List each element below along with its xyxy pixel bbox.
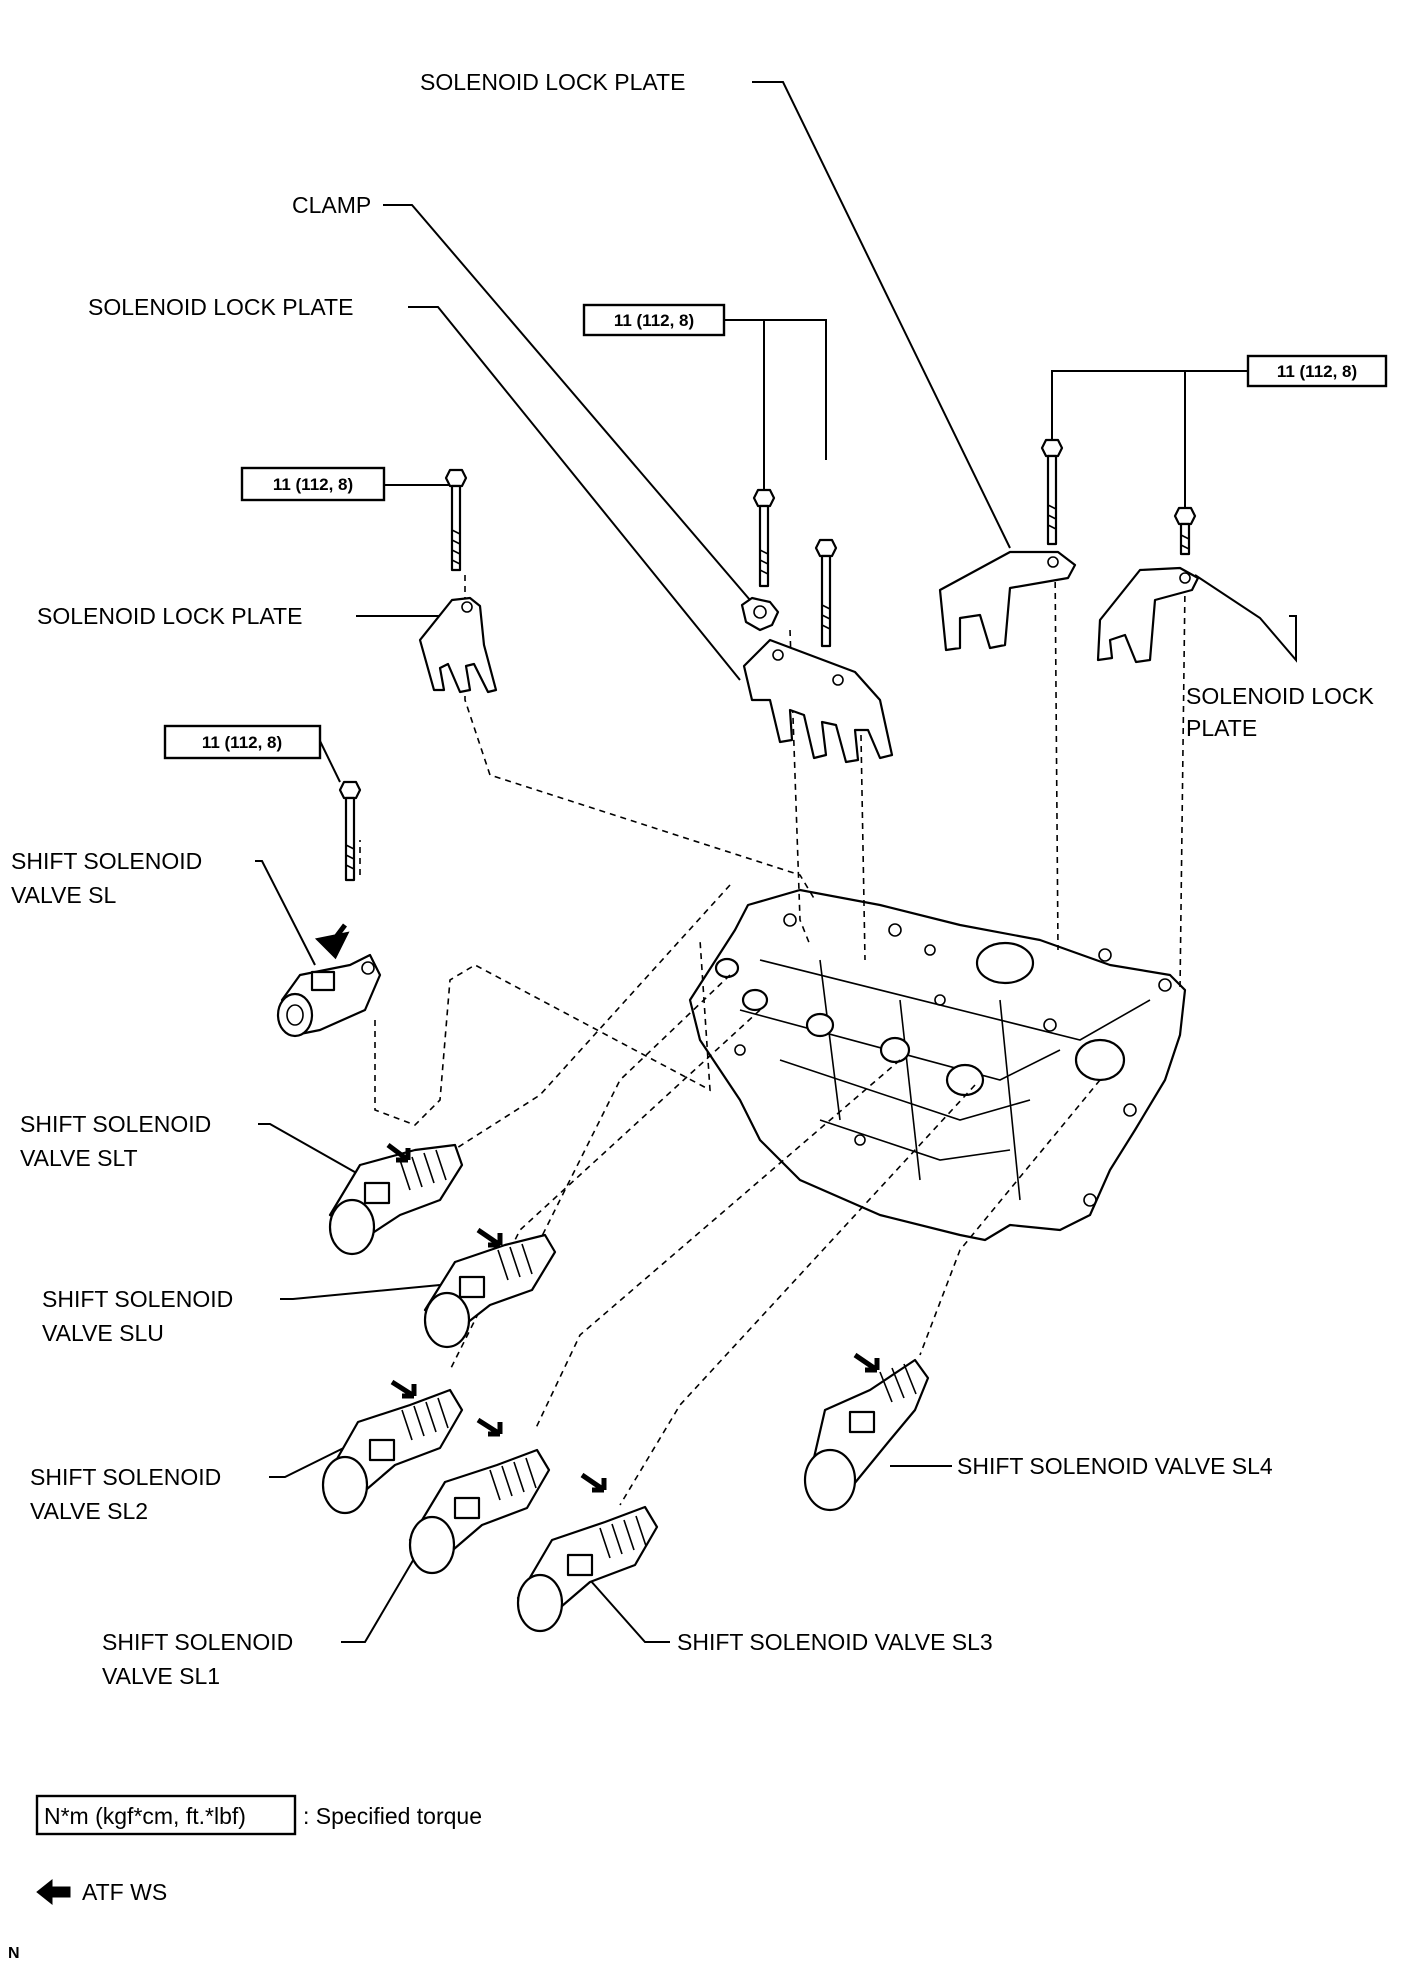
label-lock-plate-right-line1: SOLENOID LOCK	[1186, 683, 1375, 709]
solenoid-lock-plate-middle	[742, 638, 894, 764]
bolt-center-b	[814, 538, 838, 648]
torque-value-left-upper: 11 (112, 8)	[273, 475, 353, 494]
label-sl1-line1: SHIFT SOLENOID	[102, 1629, 293, 1655]
valve-body	[688, 888, 1187, 1242]
label-clamp: CLAMP	[292, 192, 371, 218]
label-slt-line2: VALVE SLT	[20, 1145, 138, 1171]
legend-atf-label: ATF WS	[82, 1879, 167, 1905]
shift-solenoid-valve-sl1	[408, 1417, 551, 1575]
torque-value-center: 11 (112, 8)	[614, 311, 694, 330]
legend-torque-units: N*m (kgf*cm, ft.*lbf)	[44, 1803, 246, 1829]
shift-solenoid-valve-sl2	[321, 1379, 464, 1515]
solenoid-lock-plate-right	[1096, 566, 1200, 664]
label-slu-line1: SHIFT SOLENOID	[42, 1286, 233, 1312]
torque-value-left-lower: 11 (112, 8)	[202, 733, 282, 752]
corner-mark: N	[8, 1945, 20, 1962]
clamp	[740, 596, 780, 632]
label-sl2-line2: VALVE SL2	[30, 1498, 148, 1524]
label-lock-plate-top: SOLENOID LOCK PLATE	[420, 69, 685, 95]
label-sl1-line2: VALVE SL1	[102, 1663, 220, 1689]
bolt-right-a	[1040, 438, 1064, 546]
bolt-center-a	[752, 488, 776, 588]
leader-lines	[255, 81, 1297, 1643]
label-sl-line1: SHIFT SOLENOID	[11, 848, 202, 874]
bolt-right-b	[1173, 506, 1197, 556]
torque-box-left-lower: 11 (112, 8)	[163, 724, 322, 760]
torque-box-left-upper: 11 (112, 8)	[240, 466, 386, 502]
label-sl3: SHIFT SOLENOID VALVE SL3	[677, 1629, 993, 1655]
shift-solenoid-valve-slu	[423, 1227, 557, 1349]
label-sl4: SHIFT SOLENOID VALVE SL4	[957, 1453, 1273, 1479]
shift-solenoid-valve-sl3	[516, 1472, 659, 1633]
label-slt-line1: SHIFT SOLENOID	[20, 1111, 211, 1137]
torque-box-right: 11 (112, 8)	[1246, 354, 1388, 388]
torque-value-right: 11 (112, 8)	[1277, 362, 1357, 381]
torque-box-center: 11 (112, 8)	[582, 303, 726, 337]
legend-torque: N*m (kgf*cm, ft.*lbf) : Specified torque	[35, 1794, 482, 1836]
solenoid-lock-plate-top	[938, 550, 1077, 652]
label-lock-plate-right-line2: PLATE	[1186, 715, 1257, 741]
label-sl-line2: VALVE SL	[11, 882, 116, 908]
bolt-left-upper	[444, 468, 468, 572]
shift-solenoid-valve-sl4	[803, 1352, 930, 1512]
bolt-left-lower	[338, 780, 362, 882]
legend-torque-description: : Specified torque	[303, 1803, 482, 1829]
assembly-dashes	[359, 559, 1186, 1506]
label-sl2-line1: SHIFT SOLENOID	[30, 1464, 221, 1490]
label-slu-line2: VALVE SLU	[42, 1320, 164, 1346]
shift-solenoid-valve-slt	[328, 1143, 464, 1256]
solenoid-lock-plate-left	[418, 596, 498, 694]
label-lock-plate-left: SOLENOID LOCK PLATE	[37, 603, 302, 629]
label-lock-plate-middle: SOLENOID LOCK PLATE	[88, 294, 353, 320]
shift-solenoid-valve-sl	[276, 923, 382, 1038]
atf-arrow-icon	[36, 1878, 71, 1906]
legend-atf: ATF WS	[36, 1878, 167, 1906]
